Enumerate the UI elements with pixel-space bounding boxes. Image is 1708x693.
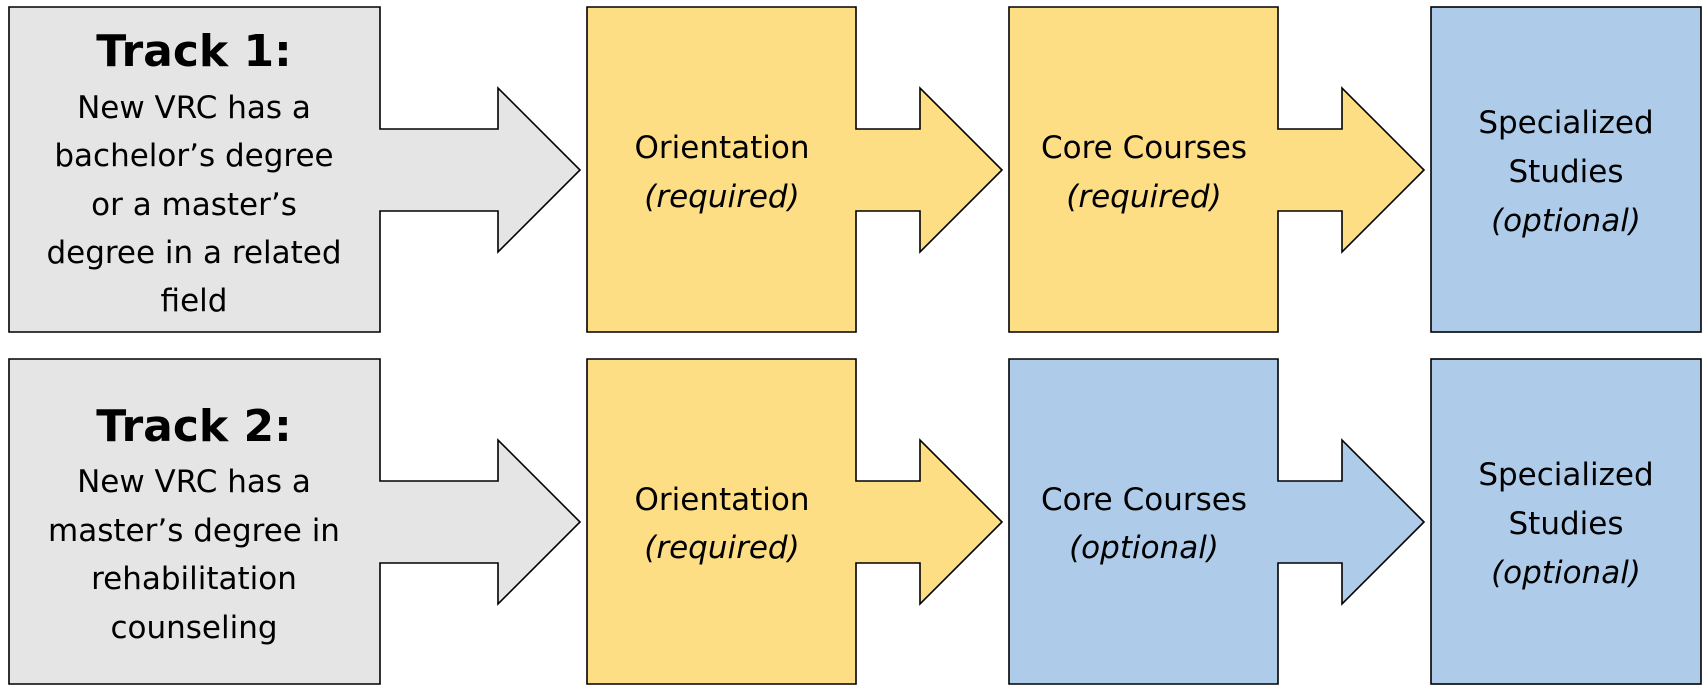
track-2-specialized-studies-label-line-2: Studies bbox=[1509, 506, 1624, 542]
track-1-title: Track 1: bbox=[96, 26, 291, 77]
track-2-core-courses-label: Core Courses bbox=[1041, 482, 1247, 518]
track-1-orientation-arrow bbox=[586, 6, 1004, 333]
track-2-specialized-studies-box bbox=[1430, 358, 1702, 685]
track-2-description-line-1: New VRC has a bbox=[77, 464, 311, 500]
track-2-specialized-studies-status: (optional) bbox=[1491, 555, 1641, 591]
track-2-intro-arrow bbox=[8, 358, 582, 685]
track-2-core-courses-arrow bbox=[1008, 358, 1426, 685]
track-1-description-line-3: or a master’s bbox=[91, 187, 297, 223]
track-1-description-line-4: degree in a related bbox=[46, 235, 341, 271]
track-1-intro-arrow bbox=[8, 6, 582, 333]
track-1-core-courses-arrow bbox=[1008, 6, 1426, 333]
track-2-specialized-studies-label-line-1: Specialized bbox=[1478, 457, 1653, 493]
track-1-row: Track 1: New VRC has a bachelor’s degree… bbox=[8, 6, 1702, 333]
track-1-orientation-status: (required) bbox=[644, 179, 799, 215]
track-1-description-line-2: bachelor’s degree bbox=[54, 138, 333, 174]
track-2-row: Track 2: New VRC has a master’s degree i… bbox=[8, 358, 1702, 685]
track-2-title: Track 2: bbox=[96, 401, 291, 452]
track-2-orientation-label: Orientation bbox=[634, 482, 809, 518]
track-2-description-line-3: rehabilitation bbox=[91, 561, 297, 597]
track-2-orientation-arrow bbox=[586, 358, 1004, 685]
track-1-orientation-label: Orientation bbox=[634, 130, 809, 166]
track-1-core-courses-status: (required) bbox=[1066, 179, 1221, 215]
track-1-description-line-1: New VRC has a bbox=[77, 90, 311, 126]
track-1-core-courses-label: Core Courses bbox=[1041, 130, 1247, 166]
track-1-description-line-5: field bbox=[161, 283, 228, 319]
track-1-specialized-studies-label-line-1: Specialized bbox=[1478, 105, 1653, 141]
track-2-description-line-4: counseling bbox=[110, 610, 277, 646]
track-1-specialized-studies-status: (optional) bbox=[1491, 203, 1641, 239]
track-2-description-line-2: master’s degree in bbox=[48, 513, 340, 549]
track-1-specialized-studies-box bbox=[1430, 6, 1702, 333]
track-1-specialized-studies-label-line-2: Studies bbox=[1509, 154, 1624, 190]
track-2-orientation-status: (required) bbox=[644, 530, 799, 566]
track-2-core-courses-status: (optional) bbox=[1069, 530, 1219, 566]
